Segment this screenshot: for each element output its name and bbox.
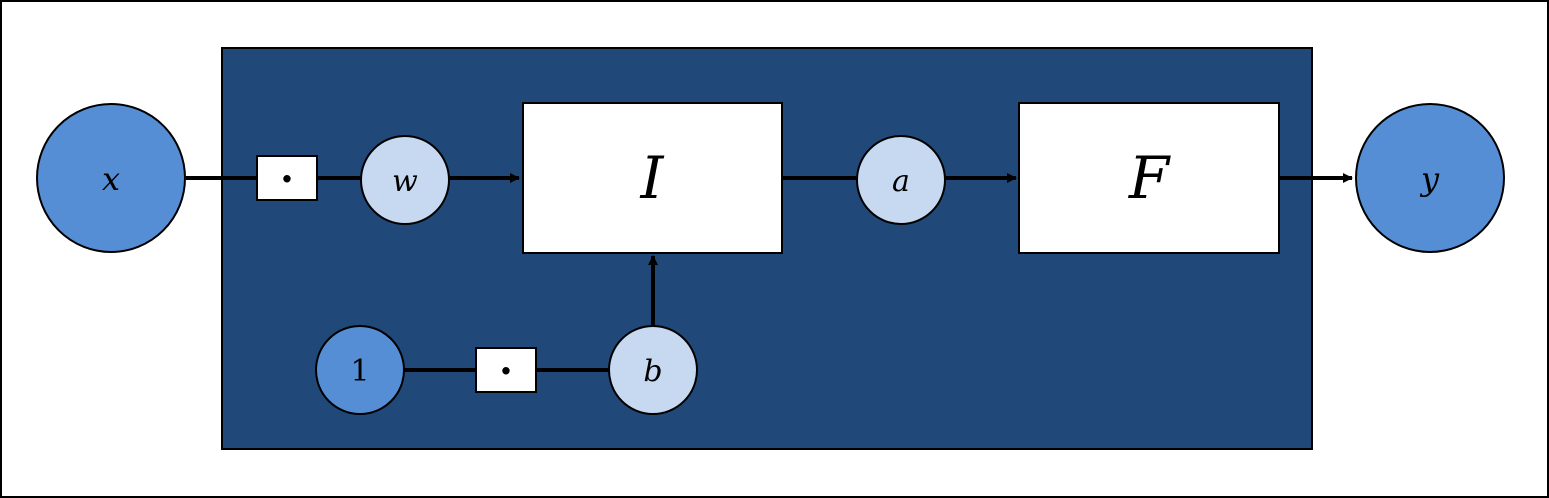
output-node: y	[1355, 103, 1505, 253]
multiply-bottom-label: ·	[499, 348, 513, 395]
input-node-label: x	[102, 160, 120, 198]
multiply-top-label: ·	[280, 156, 294, 203]
weight-node-label: w	[392, 164, 418, 199]
constant-node: 1	[315, 325, 405, 415]
activation-node: a	[856, 135, 946, 225]
function-block-label: F	[1128, 144, 1171, 212]
multiply-top: ·	[256, 155, 318, 203]
multiply-bottom: ·	[475, 347, 537, 395]
weight-node: w	[360, 135, 450, 225]
bias-node: b	[608, 325, 698, 415]
function-block: F	[1018, 102, 1280, 254]
activation-node-label: a	[892, 164, 910, 199]
bias-node-label: b	[643, 354, 662, 389]
input-node: x	[36, 103, 186, 253]
integration-block: I	[522, 102, 783, 254]
output-node-label: y	[1419, 160, 1440, 198]
integration-block-label: I	[640, 144, 665, 212]
constant-node-label: 1	[350, 354, 369, 389]
